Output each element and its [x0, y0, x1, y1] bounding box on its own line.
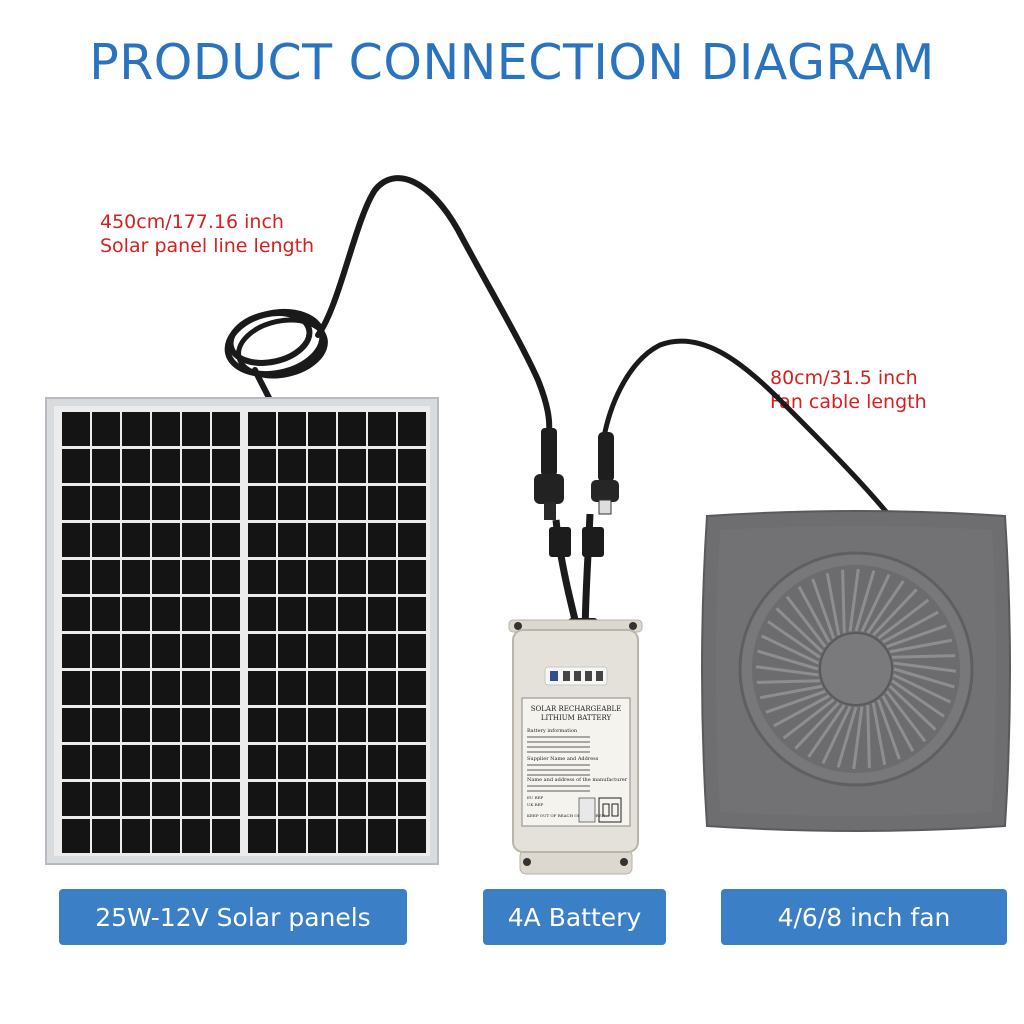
solar-panel-label: 25W-12V Solar panels	[59, 889, 407, 945]
fan-cable-annotation: 80cm/31.5 inch Fan cable length	[770, 366, 927, 414]
solar-line-length-value: 450cm/177.16 inch	[100, 211, 284, 233]
fan-grille	[755, 568, 957, 770]
fan-label: 4/6/8 inch fan	[721, 889, 1007, 945]
battery-info-heading: Battery information	[527, 728, 578, 734]
solar-line-annotation: 450cm/177.16 inch Solar panel line lengt…	[100, 210, 314, 258]
recycle-bin-icon	[578, 797, 596, 823]
battery-header-1: SOLAR RECHARGEABLE	[531, 705, 622, 713]
battery-eu-rep: EU REP	[527, 795, 543, 800]
battery-device: SOLAR RECHARGEABLE LITHIUM BATTERY Batte…	[508, 619, 643, 875]
battery-manufacturer: Name and address of the manufacturer	[527, 777, 628, 783]
solar-cable	[224, 175, 891, 517]
solar-line-length-caption: Solar panel line length	[100, 235, 315, 257]
mc4-connectors	[534, 428, 619, 644]
battery-label-lines	[527, 736, 590, 792]
battery-supplier: Supplier Name and Address	[527, 756, 599, 762]
battery-icon	[598, 797, 622, 823]
solar-panel	[45, 397, 439, 865]
fan-hub	[819, 632, 893, 706]
battery-warning: KEEP OUT OF REACH OF CHILDREN	[527, 813, 606, 818]
page-title: PRODUCT CONNECTION DIAGRAM	[89, 34, 935, 91]
battery-label: 4A Battery	[483, 889, 666, 945]
battery-uk-rep: UK REP	[527, 802, 544, 807]
solar-cell-grid	[62, 412, 426, 853]
fan-device	[701, 510, 1011, 832]
fan-cable-length-value: 80cm/31.5 inch	[770, 367, 918, 389]
battery-header-2: LITHIUM BATTERY	[541, 714, 612, 722]
fan-cable-length-caption: Fan cable length	[770, 391, 927, 413]
